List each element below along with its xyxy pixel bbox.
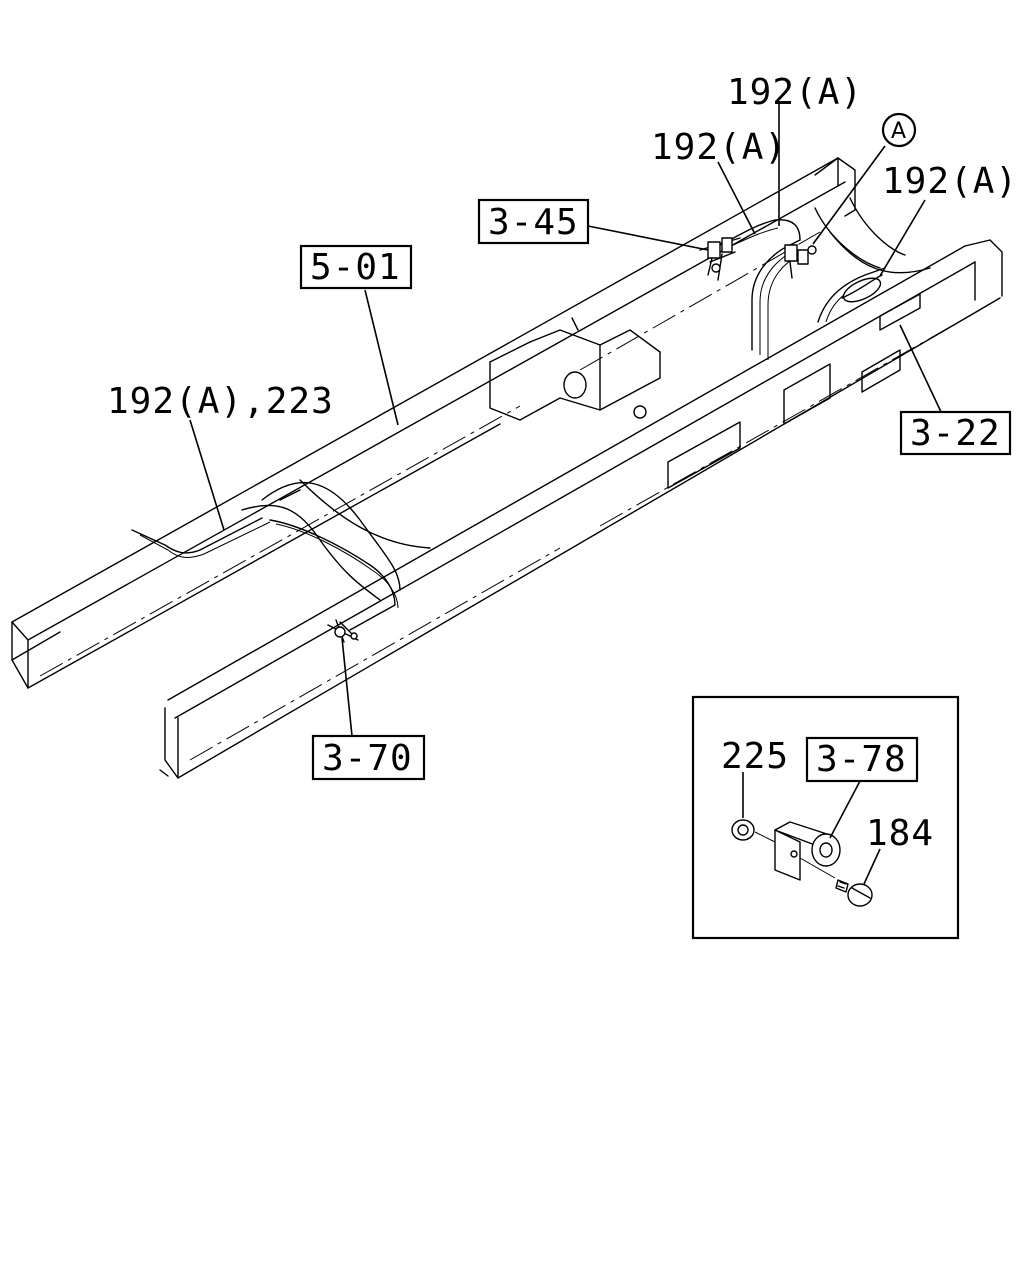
crossmember-rear (814, 197, 931, 274)
crossmember-front (241, 479, 431, 601)
label-192a-223: 192(A),223 (107, 381, 334, 422)
clip-3-70 (327, 619, 359, 643)
leader-lines (189, 104, 943, 737)
callout-box-3-45 (477, 198, 590, 245)
label-circle-a: A (891, 119, 906, 144)
label-5-01: 5-01 (310, 247, 401, 288)
bracket-3-22 (841, 274, 883, 303)
label-192a-mid: 192(A) (651, 127, 787, 168)
callout-box-3-22 (899, 410, 1012, 456)
detail-inset-parts (731, 772, 881, 907)
callout-box-5-01 (299, 244, 413, 290)
label-184: 184 (866, 813, 934, 854)
label-225: 225 (721, 736, 789, 777)
label-3-45: 3-45 (488, 202, 579, 243)
crossmember-middle (489, 317, 661, 421)
hose-routing (131, 219, 886, 631)
callout-circle-a (881, 112, 917, 148)
label-3-78: 3-78 (816, 739, 907, 780)
label-3-22: 3-22 (910, 413, 1001, 454)
right-frame-rail (159, 239, 1003, 779)
callout-box-3-78 (805, 736, 919, 783)
callout-box-3-70 (311, 734, 426, 781)
label-3-70: 3-70 (322, 738, 413, 779)
label-192a-top: 192(A) (727, 72, 863, 113)
fittings-3-45 (699, 237, 741, 281)
label-192a-right: 192(A) (882, 161, 1018, 202)
fittings-junction-a (784, 244, 817, 279)
